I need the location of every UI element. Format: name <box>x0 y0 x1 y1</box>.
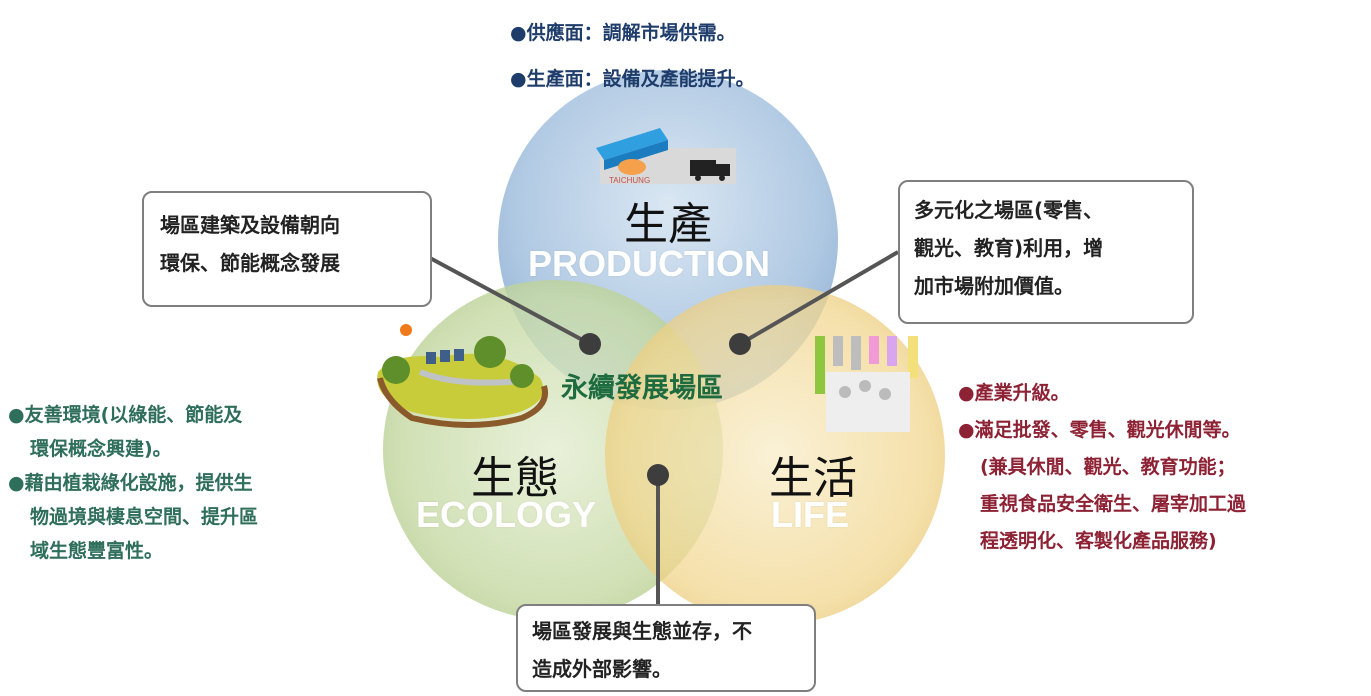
center-label: 永續發展場區 <box>561 373 723 404</box>
ecology-text-line-2: 環保概念興建)。 <box>30 438 172 460</box>
connector-dot-bottom <box>647 464 669 486</box>
callout-bottom: 場區發展與生態並存，不 造成外部影響。 <box>516 604 816 692</box>
connector-dot-right <box>729 333 751 355</box>
taichung-label: TAICHUNG <box>609 176 651 185</box>
ecology-text-line-3: ●藉由植栽綠化設施，提供生 <box>8 472 253 494</box>
ecology-text-line-1: ●友善環境(以綠能、節能及 <box>8 404 243 426</box>
production-bullet-output: ●生產面：設備及產能提升。 <box>510 68 755 90</box>
life-illustration <box>815 336 918 432</box>
life-text-line-5: 程透明化、客製化產品服務) <box>980 530 1217 552</box>
callout-right: 多元化之場區(零售、 觀光、教育)利用，增 加市場附加價值。 <box>898 180 1194 324</box>
callout-left-line-1: 場區建築及設備朝向 <box>160 213 340 237</box>
life-text-line-4: 重視食品安全衛生、屠宰加工過 <box>980 493 1247 515</box>
callout-left: 場區建築及設備朝向 環保、節能概念發展 <box>142 191 432 307</box>
life-text-line-2: ●滿足批發、零售、觀光休閒等。 <box>958 419 1241 441</box>
life-title: 生活 <box>769 453 857 504</box>
connector-left <box>429 256 591 346</box>
callout-right-line-3: 加市場附加價值。 <box>914 274 1074 298</box>
callout-bottom-line-2: 造成外部影響。 <box>532 657 672 681</box>
ecology-illustration <box>377 324 548 428</box>
life-text-line-1: ●產業升級。 <box>958 382 1070 404</box>
connector-dot-left <box>579 333 601 355</box>
production-subtitle: PRODUCTION <box>528 243 770 284</box>
callout-bottom-line-1: 場區發展與生態並存，不 <box>532 619 752 643</box>
connector-right <box>738 250 900 346</box>
production-bullet-supply: ●供應面：調解市場供需。 <box>510 22 736 44</box>
life-description: ●產業升級。 ●滿足批發、零售、觀光休閒等。 (兼具休閒、觀光、教育功能； 重視… <box>958 375 1246 560</box>
ecology-subtitle: ECOLOGY <box>416 494 597 535</box>
production-title: 生產 <box>624 199 712 250</box>
ecology-title: 生態 <box>471 453 559 504</box>
callout-left-line-2: 環保、節能概念發展 <box>160 251 340 275</box>
life-subtitle: LIFE <box>771 494 849 535</box>
ecology-text-line-5: 域生態豐富性。 <box>30 540 164 562</box>
callout-right-line-1: 多元化之場區(零售、 <box>914 198 1104 222</box>
callout-right-line-2: 觀光、教育)利用，增 <box>914 236 1104 260</box>
production-bullets: ●供應面：調解市場供需。 ●生產面：設備及產能提升。 <box>510 10 755 102</box>
ecology-text-line-4: 物過境與棲息空間、提升區 <box>30 506 259 528</box>
life-text-line-3: (兼具休閒、觀光、教育功能； <box>980 456 1236 478</box>
production-illustration <box>596 128 736 184</box>
ecology-description: ●友善環境(以綠能、節能及 環保概念興建)。 ●藉由植栽綠化設施，提供生 物過境… <box>8 398 258 568</box>
